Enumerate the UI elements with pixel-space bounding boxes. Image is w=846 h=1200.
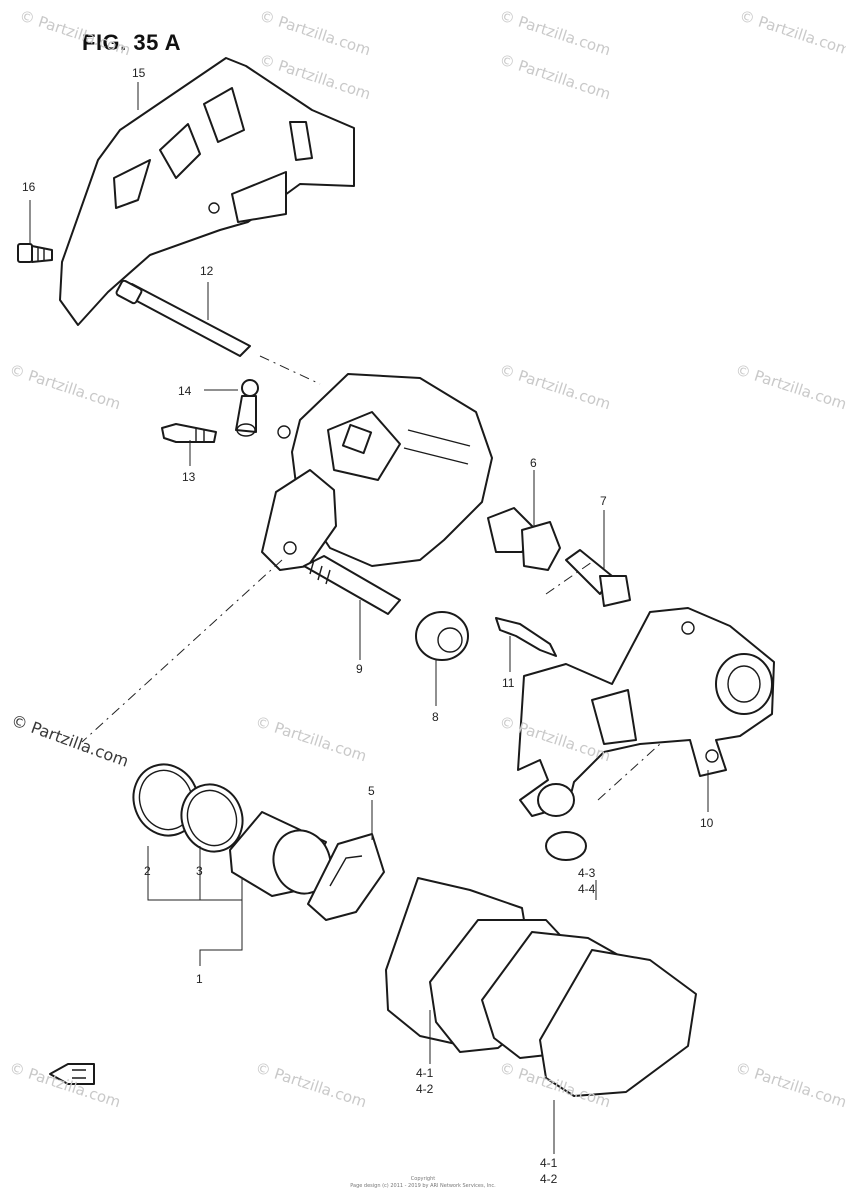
callout-15: 15 <box>132 66 146 80</box>
part-15-caliper-guard[interactable] <box>59 57 355 326</box>
assembly-lines <box>81 355 661 801</box>
part-7-bolt[interactable] <box>565 549 631 607</box>
callout-12: 12 <box>200 264 214 278</box>
part-4-brake-pads[interactable] <box>385 877 697 1097</box>
callout-4-2-rear: 4-2 <box>540 1172 558 1186</box>
part-5-shim[interactable] <box>307 833 385 921</box>
fwd-arrow-icon <box>49 1063 95 1085</box>
part-8-boot[interactable] <box>415 611 469 661</box>
part-10-bracket[interactable] <box>517 607 775 861</box>
part-9-slide-pin[interactable] <box>303 555 401 615</box>
callout-6: 6 <box>530 456 537 470</box>
callout-7: 7 <box>600 494 607 508</box>
callout-2: 2 <box>144 864 151 878</box>
callout-16: 16 <box>22 180 36 194</box>
callout-4-1-rear: 4-1 <box>540 1156 558 1170</box>
callout-4-2-front: 4-2 <box>416 1082 434 1096</box>
part-16-bolt[interactable] <box>17 243 53 263</box>
callout-4-4: 4-4 <box>578 882 596 896</box>
leader-lines <box>29 82 709 1154</box>
part-13-bleeder[interactable] <box>161 423 217 443</box>
callout-5: 5 <box>368 784 375 798</box>
callout-4-3: 4-3 <box>578 866 596 880</box>
callout-8: 8 <box>432 710 439 724</box>
part-12-pin[interactable] <box>115 279 251 357</box>
part-6-bushing[interactable] <box>487 507 561 571</box>
callout-9: 9 <box>356 662 363 676</box>
footer-line-1: Copyright <box>410 1176 436 1182</box>
callout-11: 11 <box>502 676 515 690</box>
callout-4-1-front: 4-1 <box>416 1066 434 1080</box>
part-3-seal[interactable] <box>172 776 252 860</box>
callout-3: 3 <box>196 864 203 878</box>
footer-line-2: Page design (c) 2011 - 2019 by ARI Netwo… <box>350 1183 496 1189</box>
part-1-piston[interactable] <box>229 811 339 902</box>
figure-title: FIG. 35 A <box>82 30 182 55</box>
callout-13: 13 <box>182 470 196 484</box>
part-14-cap[interactable] <box>235 379 259 437</box>
caliper-body[interactable] <box>261 373 493 571</box>
callout-14: 14 <box>178 384 192 398</box>
part-11-spring[interactable] <box>495 617 557 657</box>
callout-1: 1 <box>196 972 203 986</box>
footer: Copyright Page design (c) 2011 - 2019 by… <box>300 1176 546 1190</box>
callout-10: 10 <box>700 816 714 830</box>
